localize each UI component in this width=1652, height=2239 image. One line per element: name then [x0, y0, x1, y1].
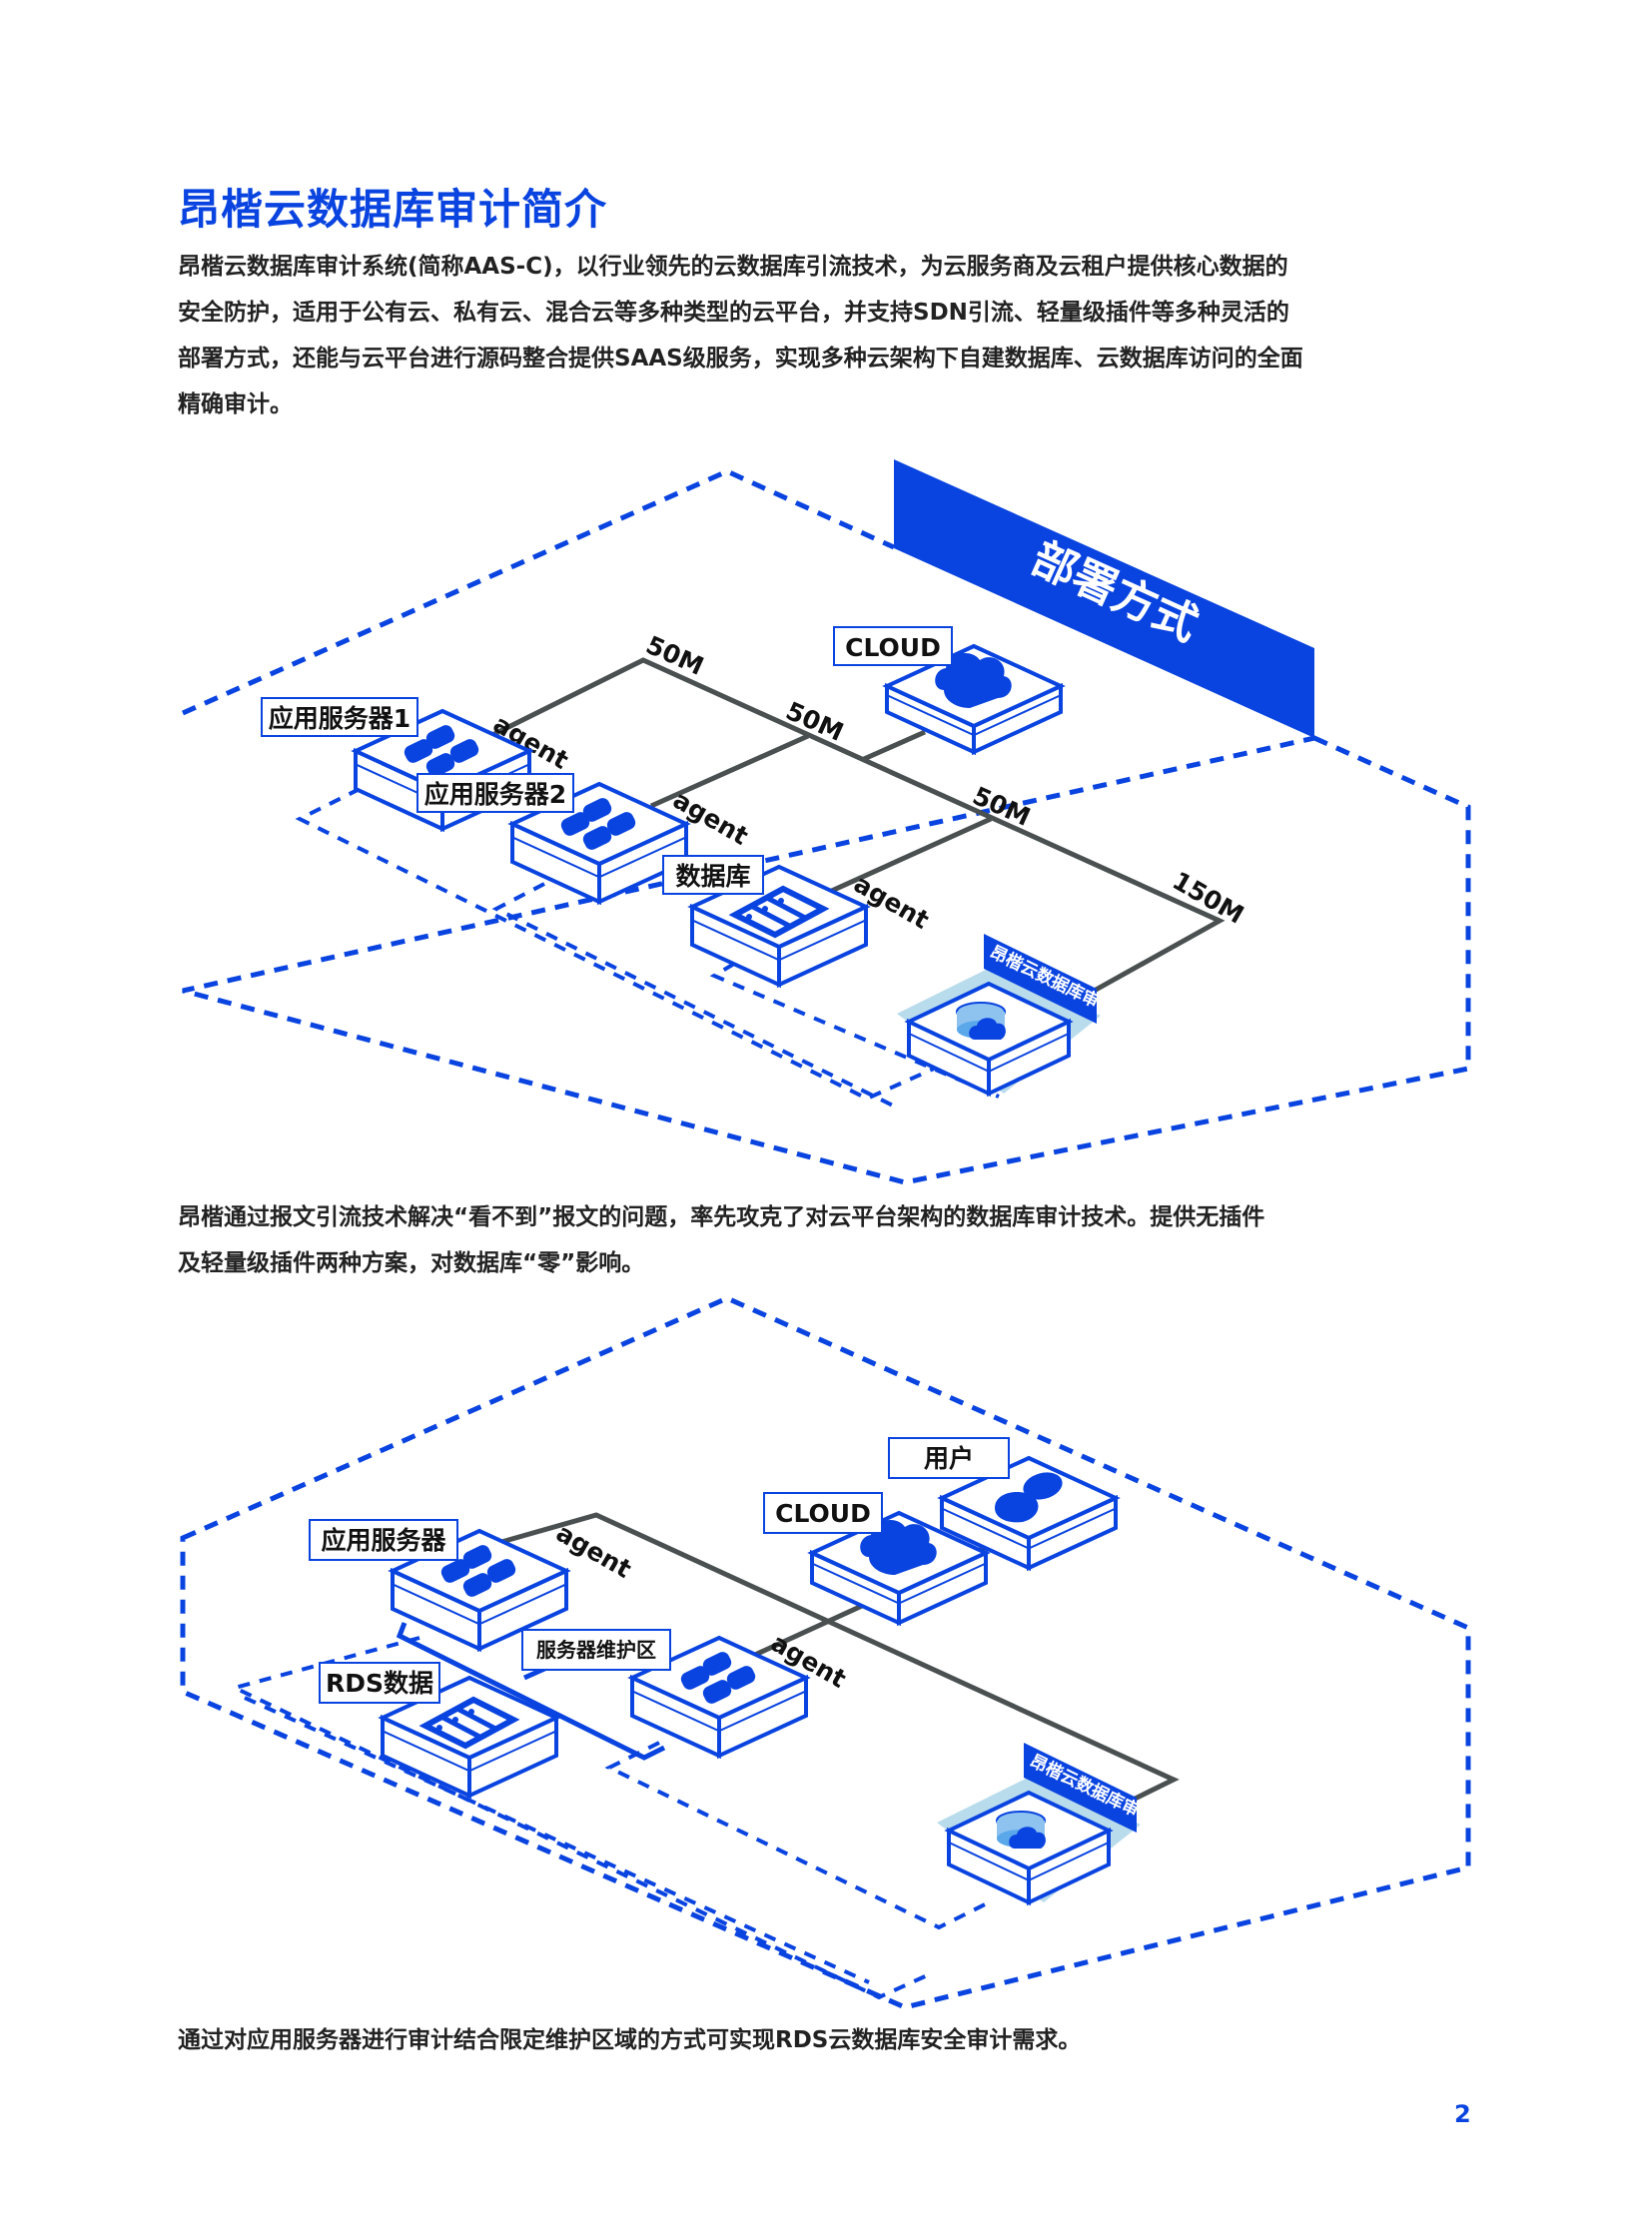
box-stripe — [691, 919, 867, 962]
maintenance-zone-outline — [396, 1622, 666, 1761]
traffic-path-2 — [491, 882, 900, 1111]
box-stripe — [941, 1507, 1117, 1550]
middle-paragraph: 昂楷通过报文引流技术解决“看不到”报文的问题，率先攻克了对云平台架构的数据库审计… — [178, 1194, 1476, 1286]
label-user: 用户 — [888, 1437, 1010, 1479]
box-stripe — [908, 1032, 1070, 1074]
box-stripe — [811, 1562, 987, 1605]
label-text: 数据库 — [675, 862, 750, 891]
label-cloud: CLOUD — [833, 626, 953, 666]
app-grid-icon — [680, 1652, 756, 1704]
traffic-path-3 — [709, 962, 1000, 1099]
database-cloud-icon — [956, 1002, 1006, 1040]
label-text: 用户 — [924, 1444, 974, 1473]
app-grid-icon — [440, 1545, 516, 1597]
box-stripe — [392, 1583, 567, 1626]
intro-line: 昂楷云数据库审计系统(简称AAS-C)，以行业领先的云数据库引流技术，为云服务商… — [178, 254, 1288, 280]
box-stripe — [886, 694, 1062, 737]
label-cloud: CLOUD — [763, 1492, 883, 1534]
app-grid-icon — [404, 725, 479, 777]
middle-line: 昂楷通过报文引流技术解决“看不到”报文的问题，率先攻克了对云平台架构的数据库审计… — [178, 1204, 1265, 1230]
footer-paragraph: 通过对应用服务器进行审计结合限定维护区域的方式可实现RDS云数据库安全审计需求。 — [178, 2017, 1476, 2063]
label-app-server-2: 应用服务器2 — [416, 773, 574, 813]
label-text: RDS数据 — [326, 1669, 433, 1698]
label-text: 应用服务器 — [321, 1526, 446, 1555]
label-text: 应用服务器2 — [424, 780, 566, 809]
node-rds[interactable] — [378, 1675, 561, 1800]
box-stripe — [948, 1841, 1110, 1882]
node-cloud[interactable] — [882, 643, 1066, 756]
label-database: 数据库 — [662, 855, 764, 895]
label-text: 应用服务器1 — [269, 704, 411, 733]
deployment-diagram: 部署方式 50M 50M 50M 150M agent agent agent … — [181, 459, 1471, 1185]
label-maintenance-server: 服务器维护区 — [521, 1629, 671, 1671]
network-links — [472, 657, 1226, 997]
user-icon — [995, 1472, 1063, 1523]
label-app-server-1: 应用服务器1 — [261, 697, 418, 737]
intro-line: 精确审计。 — [178, 391, 293, 417]
traffic-path-1 — [295, 777, 935, 1102]
app-grid-icon — [560, 798, 636, 850]
traffic-path-2 — [244, 1696, 870, 1984]
database-rack-icon — [728, 885, 830, 939]
traffic-path-3 — [604, 1741, 990, 1930]
box-stripe — [382, 1730, 557, 1773]
label-text: 服务器维护区 — [536, 1638, 656, 1662]
cloud-icon — [935, 653, 1012, 708]
database-cloud-icon — [996, 1811, 1046, 1849]
node-maintenance-server[interactable] — [627, 1635, 811, 1760]
page-number: 2 — [1454, 2100, 1471, 2128]
intro-line: 部署方式，还能与云平台进行源码整合提供SAAS级服务，实现多种云架构下自建数据库… — [178, 346, 1303, 372]
node-app-server-2[interactable] — [507, 781, 691, 906]
node-audit[interactable]: 昂楷云数据库审计 — [937, 1743, 1158, 1906]
label-text: CLOUD — [775, 1499, 871, 1528]
bandwidth-label: 150M — [1168, 866, 1248, 930]
label-app-server: 应用服务器 — [309, 1519, 458, 1561]
footer-line: 通过对应用服务器进行审计结合限定维护区域的方式可实现RDS云数据库安全审计需求。 — [178, 2027, 1082, 2053]
intro-paragraph: 昂楷云数据库审计系统(简称AAS-C)，以行业领先的云数据库引流技术，为云服务商… — [178, 244, 1476, 427]
page-title: 昂楷云数据库审计简介 — [178, 185, 608, 234]
cloud-boundary — [181, 468, 1471, 1185]
intro-line: 安全防护，适用于公有云、私有云、混合云等多种类型的云平台，并支持SDN引流、轻量… — [178, 300, 1289, 326]
label-text: CLOUD — [845, 633, 941, 662]
box-stripe — [631, 1690, 807, 1733]
box-stripe — [511, 836, 687, 879]
middle-line: 及轻量级插件两种方案，对数据库“零”影响。 — [178, 1250, 645, 1276]
label-rds: RDS数据 — [319, 1662, 440, 1704]
database-rack-icon — [418, 1696, 520, 1750]
